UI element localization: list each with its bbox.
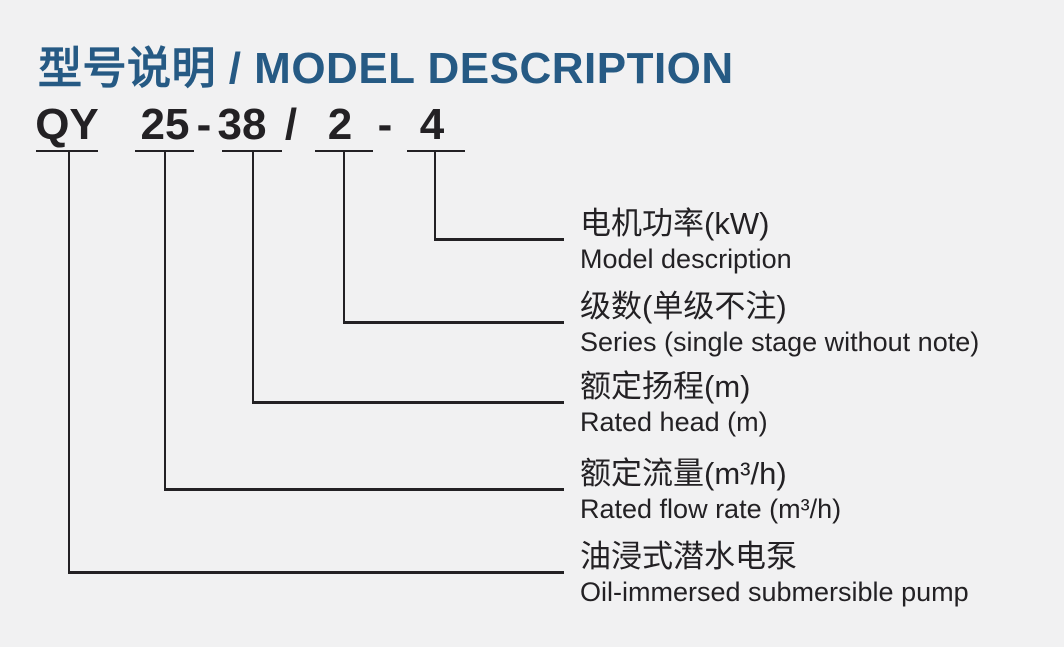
model-code-dash-2: -: [377, 100, 393, 149]
connector-power: [434, 152, 564, 241]
model-code-stages: 2: [327, 100, 353, 149]
model-code-flow: 25: [140, 100, 190, 149]
underline-stages: [315, 150, 373, 152]
label-rated-head-en: Rated head (m): [580, 407, 768, 437]
label-rated-flow-en: Rated flow rate (m³/h): [580, 494, 842, 524]
page-title: 型号说明 / MODEL DESCRIPTION: [38, 44, 734, 93]
connector-stages: [343, 152, 564, 324]
label-pump-type-en: Oil-immersed submersible pump: [580, 577, 969, 607]
connector-prefix: [68, 152, 564, 574]
model-code-power: 4: [419, 100, 445, 149]
label-motor-power-en: Model description: [580, 244, 792, 274]
label-rated-head: 额定扬程(m) Rated head (m): [580, 370, 768, 437]
underline-head: [222, 150, 282, 152]
label-motor-power-zh: 电机功率(kW): [580, 206, 770, 241]
label-rated-flow-zh: 额定流量(m³/h): [580, 456, 787, 491]
label-series: 级数(单级不注) Series (single stage without no…: [580, 290, 979, 357]
model-code-dash-1: -: [196, 100, 212, 149]
label-pump-type: 油浸式潜水电泵 Oil-immersed submersible pump: [580, 540, 969, 607]
label-motor-power: 电机功率(kW) Model description: [580, 207, 792, 274]
model-code-slash: /: [284, 100, 298, 149]
model-code-prefix: QY: [35, 100, 99, 149]
label-series-zh: 级数(单级不注): [580, 289, 787, 324]
model-code-head: 38: [217, 100, 267, 149]
underline-prefix: [36, 150, 98, 152]
connector-head: [252, 152, 564, 404]
underline-flow: [135, 150, 194, 152]
label-pump-type-zh: 油浸式潜水电泵: [580, 539, 797, 574]
underline-power: [407, 150, 465, 152]
label-rated-head-zh: 额定扬程(m): [580, 369, 751, 404]
label-series-en: Series (single stage without note): [580, 327, 980, 357]
connector-flow: [164, 152, 564, 491]
label-rated-flow: 额定流量(m³/h) Rated flow rate (m³/h): [580, 457, 841, 524]
